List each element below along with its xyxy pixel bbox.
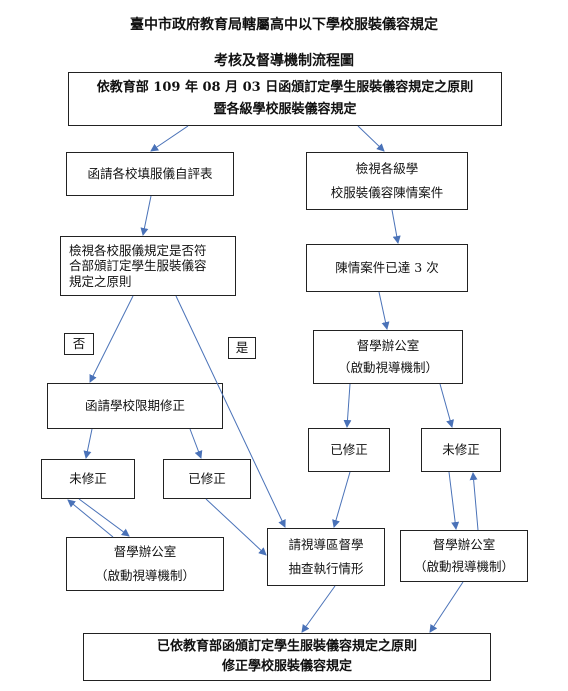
arrow-supervisor-left-to-not-fixed-left <box>67 499 114 538</box>
arrow-not-fixed-left-to-supervisor-left <box>78 498 130 537</box>
supervisor-office-bottom-line1: 督學辦公室 <box>432 537 496 553</box>
fixed-right-label: 已修正 <box>330 442 368 458</box>
yes-label-box: 是 <box>228 337 256 359</box>
final-box-line1: 已依教育部函頒訂定學生服裝儀容規定之原則 <box>156 638 417 654</box>
arrow-top-to-review-petitions <box>357 125 385 152</box>
deadline-fix-label: 函請學校限期修正 <box>84 398 185 414</box>
arrow-review-rules-to-district-check <box>175 295 286 528</box>
arrow-deadline-to-fixed <box>189 428 203 459</box>
review-rules-line2: 合部頒訂定學生服裝儀容 <box>69 258 207 274</box>
deadline-fix-box: 函請學校限期修正 <box>47 383 223 429</box>
no-label: 否 <box>72 336 86 352</box>
arrow-fixed-left-to-district-check <box>205 498 267 556</box>
top-box-line1: 依教育部 109 年 08 月 03 日函頒訂定學生服裝儀容規定之原則 <box>96 79 474 95</box>
supervisor-office-bottom-box: 督學辦公室 （啟動視導機制） <box>400 530 528 582</box>
supervisor-office-left-line1: 督學辦公室 <box>113 544 177 560</box>
district-check-box: 請視導區督學 抽查執行情形 <box>267 528 385 586</box>
arrow-supervisor-right-to-fixed <box>343 383 352 428</box>
review-rules-line1: 檢視各校服儀規定是否符 <box>69 242 207 258</box>
review-petitions-line1: 檢視各級學 <box>355 161 419 177</box>
yes-label: 是 <box>235 340 249 356</box>
top-box-line2: 暨各級學校服裝儀容規定 <box>213 102 357 117</box>
arrow-supervisor-bottom-to-not-fixed-right <box>469 472 479 531</box>
not-fixed-right-label: 未修正 <box>442 442 480 458</box>
arrow-fixed-right-to-district-check <box>332 471 351 528</box>
not-fixed-left-box: 未修正 <box>41 459 135 499</box>
fixed-left-label: 已修正 <box>188 471 226 487</box>
review-petitions-box: 檢視各級學 校服裝儀容陳情案件 <box>306 152 468 210</box>
final-box-line2: 修正學校服裝儀容規定 <box>221 659 352 674</box>
supervisor-office-right-box: 督學辦公室 （啟動視導機制） <box>313 330 463 384</box>
arrow-top-to-self-eval <box>150 125 189 152</box>
not-fixed-left-label: 未修正 <box>69 471 107 487</box>
arrow-review-petitions-to-three <box>391 209 401 244</box>
arrow-not-fixed-right-to-supervisor-bottom <box>448 471 460 530</box>
district-check-line2: 抽查執行情形 <box>288 561 364 576</box>
not-fixed-right-box: 未修正 <box>421 428 501 472</box>
final-box: 已依教育部函頒訂定學生服裝儀容規定之原則 修正學校服裝儀容規定 <box>83 633 491 681</box>
review-rules-box: 檢視各校服儀規定是否符 合部頒訂定學生服裝儀容 規定之原則 <box>60 236 236 296</box>
review-petitions-line2: 校服裝儀容陳情案件 <box>330 185 444 200</box>
no-label-box: 否 <box>64 333 94 355</box>
petitions-three-label: 陳情案件已達 3 次 <box>335 260 439 276</box>
review-rules-line3: 規定之原則 <box>69 273 132 289</box>
petitions-three-box: 陳情案件已達 3 次 <box>306 244 468 292</box>
supervisor-office-right-line2: （啟動視導機制） <box>337 360 438 375</box>
arrow-self-eval-to-review-rules <box>140 195 152 236</box>
district-check-line1: 請視導區督學 <box>288 537 364 553</box>
page-subtitle: 考核及督導機制流程圖 <box>214 53 354 69</box>
supervisor-office-left-box: 督學辦公室 （啟動視導機制） <box>66 537 224 591</box>
arrow-supervisor-right-to-not-fixed <box>439 383 454 428</box>
supervisor-office-bottom-line2: （啟動視導機制） <box>413 559 514 574</box>
arrow-supervisor-bottom-to-final <box>429 581 464 633</box>
top-box: 依教育部 109 年 08 月 03 日函頒訂定學生服裝儀容規定之原則 暨各級學… <box>68 72 502 126</box>
arrow-district-check-to-final <box>301 585 336 633</box>
self-eval-label: 函請各校填服儀自評表 <box>87 166 213 182</box>
arrow-three-to-supervisor-right <box>378 291 390 330</box>
self-eval-box: 函請各校填服儀自評表 <box>66 152 234 196</box>
supervisor-office-left-line2: （啟動視導機制） <box>94 568 195 583</box>
page-title: 臺中市政府教育局轄屬高中以下學校服裝儀容規定 <box>130 17 438 33</box>
fixed-right-box: 已修正 <box>308 428 390 472</box>
arrow-review-rules-to-deadline-fix <box>89 295 134 383</box>
arrow-deadline-to-not-fixed <box>83 428 93 459</box>
supervisor-office-right-line1: 督學辦公室 <box>356 338 420 354</box>
fixed-left-box: 已修正 <box>163 459 251 499</box>
